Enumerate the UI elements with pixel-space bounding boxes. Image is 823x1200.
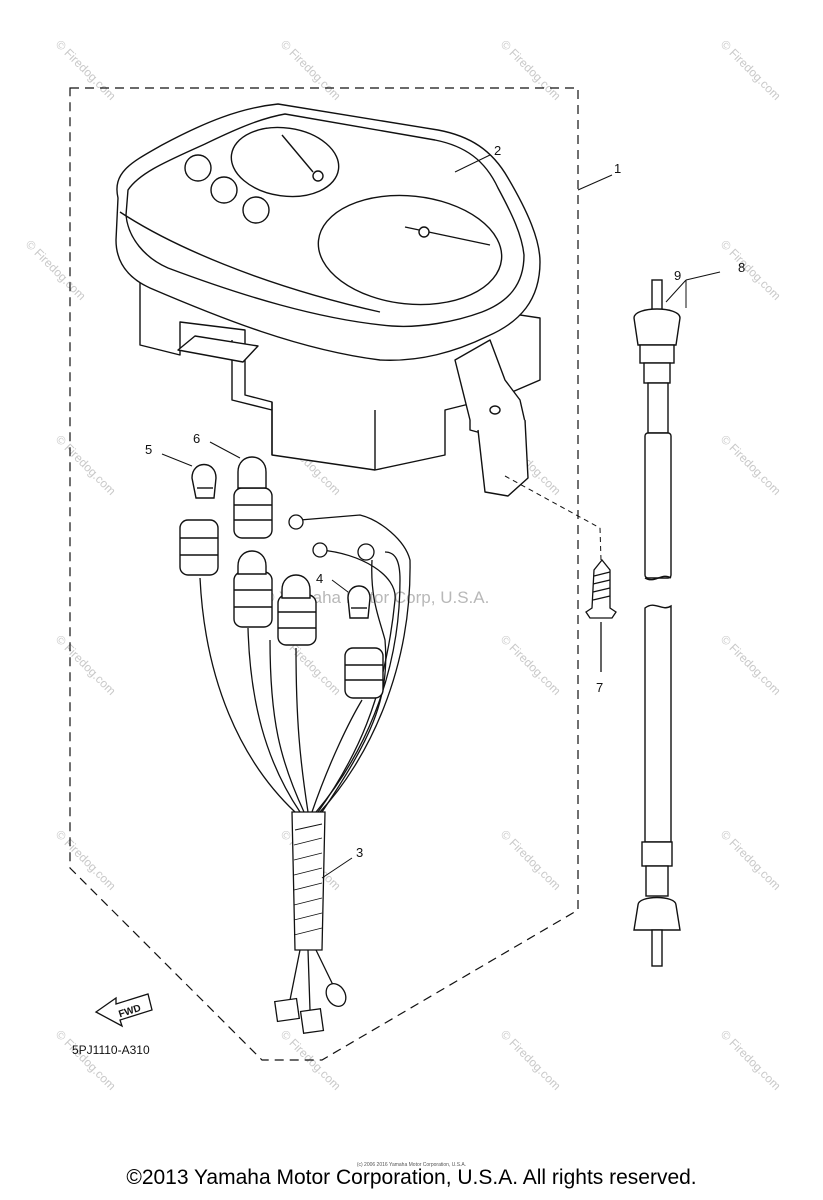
speedometer-cable [633,279,681,967]
watermark: © Firedog.com [53,632,119,698]
watermark: © Firedog.com [498,827,564,893]
bulb-sockets [179,487,384,699]
watermark: © Firedog.com [718,37,784,103]
watermark: © Firedog.com [718,237,784,303]
leader-line [599,527,602,561]
watermark: © Firedog.com [718,827,784,893]
meter-assembly [115,103,541,497]
callout-4: 4 [316,571,323,586]
center-watermark: © Yamaha Motor Corp, U.S.A. [262,588,489,607]
watermark: © Firedog.com [498,1027,564,1093]
callout-labels: 1 2 3 4 5 6 7 8 9 [145,143,745,860]
watermark: © Firedog.com [23,237,89,303]
wire-harness [199,514,411,813]
callout-2: 2 [494,143,501,158]
watermark: © Firedog.com [718,1027,784,1093]
bulbs [191,456,371,619]
copyright-notice: ©2013 Yamaha Motor Corporation, U.S.A. A… [126,1166,697,1189]
callout-7: 7 [596,680,603,695]
callout-5: 5 [145,442,152,457]
fine-print: (c) 2006 2016 Yamaha Motor Corporation, … [356,1162,467,1168]
watermark: © Firedog.com [498,37,564,103]
callout-1: 1 [614,161,621,176]
callout-8: 8 [738,260,745,275]
callout-leaders [161,154,721,879]
watermark: © Firedog.com [718,632,784,698]
fwd-arrow-icon: FWD [94,993,153,1028]
leader-line [504,475,601,529]
watermark: © Firedog.com [53,1027,119,1093]
watermark: © Firedog.com [718,432,784,498]
part-code: 5PJ1110-A310 [72,1043,150,1057]
callout-3: 3 [356,845,363,860]
wire-sleeve [273,811,347,1035]
watermark: © Firedog.com [278,37,344,103]
watermark: © Firedog.com [53,432,119,498]
assembly-boundary [69,87,579,1061]
screw-part [585,558,617,672]
watermark: © Firedog.com [53,37,119,103]
callout-6: 6 [193,431,200,446]
callout-9: 9 [674,268,681,283]
watermark: © Firedog.com [498,632,564,698]
